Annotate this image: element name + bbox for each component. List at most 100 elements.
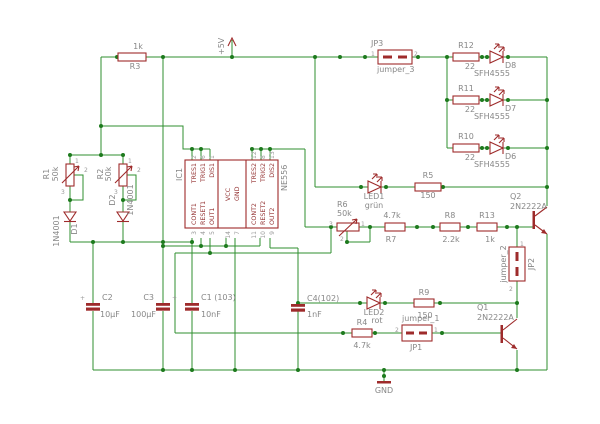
d2-name: D2	[108, 194, 117, 205]
r3-name: R3	[130, 62, 141, 71]
d1-part: 1N4001	[52, 215, 61, 246]
ic1-sig-dis1: DIS1	[209, 163, 216, 178]
r8-name: R8	[445, 211, 456, 220]
c4-value: 1nF	[307, 310, 322, 319]
r12-name: R12	[458, 41, 474, 50]
potentiometer-r2: R2 50k 1 2 3	[96, 158, 141, 196]
jp3-value: jumper_3	[376, 65, 414, 74]
r11-value: 22	[465, 105, 475, 114]
led2-red: LED2 rot	[364, 289, 384, 325]
ic1-pin-14: 14	[225, 231, 232, 239]
r3-value: 1k	[133, 42, 143, 51]
jp1-pin1: 1	[434, 327, 438, 334]
jp3-pin1: 1	[371, 51, 375, 58]
r6-name: R6	[337, 200, 348, 209]
jumper-jp1: jumper_1 JP1 2 1	[395, 314, 439, 352]
potentiometer-r6: R6 50k 3 1 2	[329, 200, 365, 243]
ic1-sig-reset2: RESET2	[260, 201, 267, 225]
q2-name: Q2	[510, 192, 521, 201]
ic1-sig-gnd: GND	[234, 186, 241, 201]
c3-value: 100µF	[131, 310, 156, 319]
resistor-r8: R8 2.2k	[439, 211, 461, 244]
r2-pin1: 1	[128, 158, 132, 165]
capacitor-c2: + C2 10µF	[80, 293, 120, 319]
resistor-r3: 1k R3	[117, 42, 147, 71]
c1-name: C1 (103)	[201, 293, 236, 302]
transistor-q2: Q2 2N2222A	[510, 192, 547, 235]
r10-name: R10	[458, 132, 474, 141]
ic1-sig-trig1: TRIG1	[200, 163, 207, 183]
c3-name: C3	[143, 293, 154, 302]
c4-name: C4(102)	[307, 294, 339, 303]
potentiometer-r1: R1 50k 1 2 3	[42, 158, 88, 196]
r6-pin3: 3	[329, 221, 333, 228]
ic1-pin-3: 3	[191, 231, 198, 235]
q1-part: 2N2222A	[477, 313, 514, 322]
wires	[69, 40, 548, 381]
capacitor-c4: C4(102) 1nF	[291, 294, 339, 319]
jp1-name: JP1	[409, 343, 422, 352]
r2-pin3: 3	[114, 189, 118, 196]
r1-value: 50k	[51, 166, 60, 181]
ic1-part: NE556	[280, 165, 289, 191]
resistor-r7: 4.7k R7	[383, 211, 406, 244]
led1-name: LED1	[364, 192, 385, 201]
resistor-r5: R5 150	[414, 171, 442, 200]
r7-name: R7	[386, 235, 397, 244]
led1-green: LED1 grün	[364, 173, 385, 210]
q1-name: Q1	[477, 303, 488, 312]
r1-name: R1	[42, 169, 51, 180]
r12-value: 22	[465, 62, 475, 71]
jp3-pin2: 2	[414, 51, 418, 58]
r6-value: 50k	[337, 209, 352, 218]
d6-name: D6	[505, 152, 516, 161]
ir-led-d8: D8 SFH4555	[474, 43, 516, 78]
ic1-pin-4: 4	[200, 231, 207, 235]
c1-value: 10nF	[201, 310, 221, 319]
ic1-sig-tres1: TRES1	[191, 163, 198, 184]
ic1-sig-reset1: RESET1	[200, 201, 207, 225]
ic1-sig-out1: OUT1	[209, 208, 216, 225]
jp1-value: jumper_1	[401, 314, 439, 323]
r10-value: 22	[465, 153, 475, 162]
jp2-pin1: 1	[520, 241, 524, 248]
c2-value: 10µF	[100, 310, 120, 319]
r2-pin2: 2	[137, 167, 141, 174]
gnd-label: GND	[375, 386, 393, 395]
ic1-sig-tres2: TRES2	[251, 163, 258, 184]
ir-led-d7: D7 SFH4555	[474, 86, 516, 121]
resistor-r10: R10 22	[452, 132, 480, 162]
d6-part: SFH4555	[474, 160, 510, 169]
r9-value: 150	[417, 311, 432, 320]
resistor-r9: R9 150	[413, 288, 435, 320]
r6-pin2: 2	[340, 236, 344, 243]
d1-name: D1	[70, 223, 79, 234]
r9-name: R9	[419, 288, 430, 297]
d2-part: 1N4001	[126, 184, 135, 215]
r4-value: 4.7k	[353, 341, 371, 350]
d7-part: SFH4555	[474, 112, 510, 121]
r2-value: 50k	[104, 166, 113, 181]
c3-plus: +	[172, 295, 177, 302]
resistor-r4: R4 4.7k	[351, 318, 373, 350]
ic1-pin-12: 12	[251, 151, 258, 159]
ic1-pin-10: 10	[260, 231, 267, 239]
c2-plus: +	[80, 295, 85, 302]
jp2-value: jumper_2	[499, 245, 508, 283]
ic1-sig-vcc: VCC	[225, 187, 232, 201]
ic1-pin-5: 5	[209, 231, 216, 235]
r2-name: R2	[96, 169, 105, 180]
r1-pin3: 3	[61, 189, 65, 196]
ic1-sig-cont1: CONT1	[191, 203, 198, 225]
vcc-label: +5V	[217, 37, 226, 55]
d7-name: D7	[505, 104, 516, 113]
r11-name: R11	[458, 84, 474, 93]
resistor-r12: R12 22	[452, 41, 480, 71]
r1-pin2: 2	[84, 167, 88, 174]
led1-value: grün	[365, 201, 384, 210]
resistor-r11: R11 22	[452, 84, 480, 114]
ic1-pin-9: 9	[269, 231, 276, 235]
c2-name: C2	[102, 293, 113, 302]
ic1-ne556: IC1 NE556 2 6 1 12 8 13 TRES1 TRIG1 DIS1…	[175, 151, 289, 238]
